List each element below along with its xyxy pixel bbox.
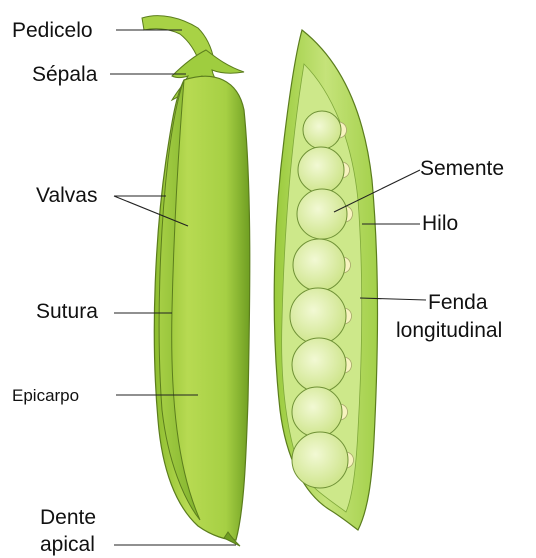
- seed-shape: [290, 288, 346, 344]
- label-semente: Semente: [420, 157, 504, 180]
- open-pod: [274, 30, 377, 530]
- label-fenda-line2: longitudinal: [396, 319, 502, 342]
- label-pedicelo: Pedicelo: [12, 19, 93, 42]
- label-valvas: Valvas: [36, 184, 97, 207]
- label-epicarpo: Epicarpo: [12, 386, 79, 405]
- label-sutura: Sutura: [36, 300, 98, 323]
- closed-pod: [142, 16, 250, 546]
- seed-shape: [303, 111, 341, 149]
- label-dente-line1: Dente: [40, 506, 96, 529]
- seed-shape: [298, 147, 344, 193]
- label-hilo: Hilo: [422, 212, 458, 235]
- seed-shape: [297, 189, 347, 239]
- seed-shape: [293, 239, 345, 291]
- label-fenda-line1: Fenda: [428, 291, 488, 314]
- labels: Pedicelo Sépala Valvas Sutura Epicarpo D…: [12, 19, 504, 556]
- label-sepala: Sépala: [32, 63, 98, 86]
- seed-shape: [292, 338, 346, 392]
- seed-shape: [292, 432, 348, 488]
- seed-shape: [292, 387, 342, 437]
- label-dente-line2: apical: [40, 533, 95, 556]
